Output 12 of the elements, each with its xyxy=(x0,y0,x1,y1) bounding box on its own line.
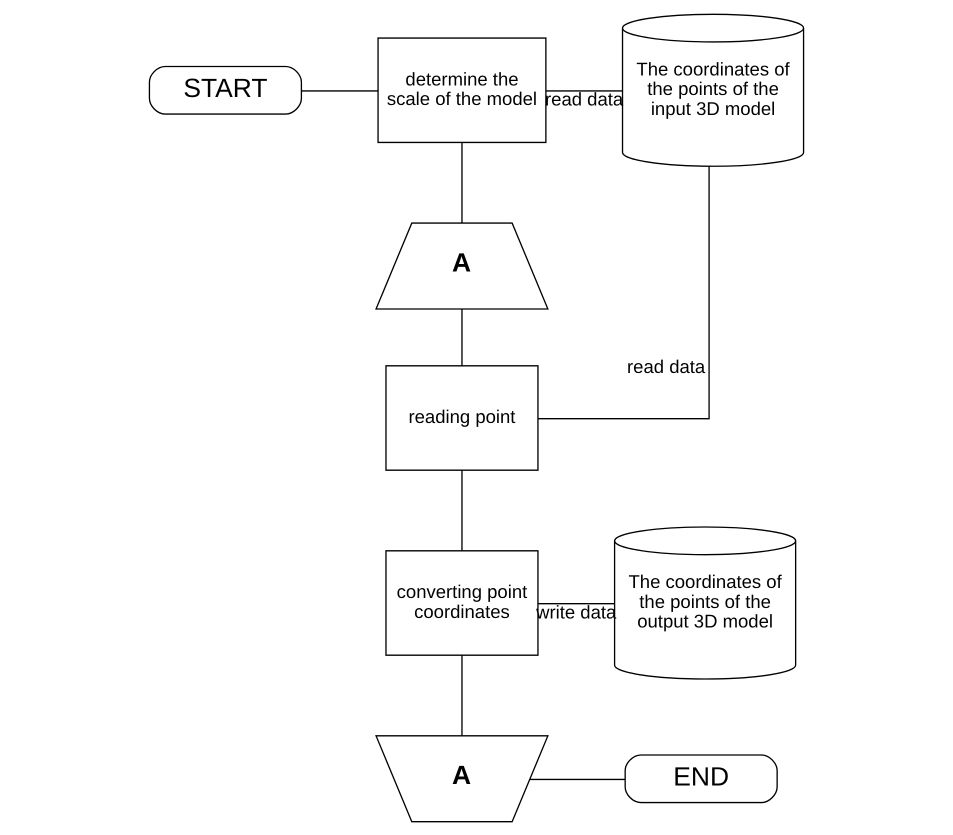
node-box: determine the scale of the model xyxy=(377,36,547,143)
connector xyxy=(461,654,463,735)
connector xyxy=(530,778,626,780)
connector xyxy=(461,308,463,366)
node-box: START xyxy=(148,65,302,114)
node-box: END xyxy=(624,754,778,803)
connector xyxy=(538,166,710,419)
connector xyxy=(461,470,463,550)
node-box: reading point xyxy=(385,364,539,470)
connector xyxy=(461,142,463,222)
edge-label: read data xyxy=(627,356,706,377)
connector xyxy=(302,90,378,92)
